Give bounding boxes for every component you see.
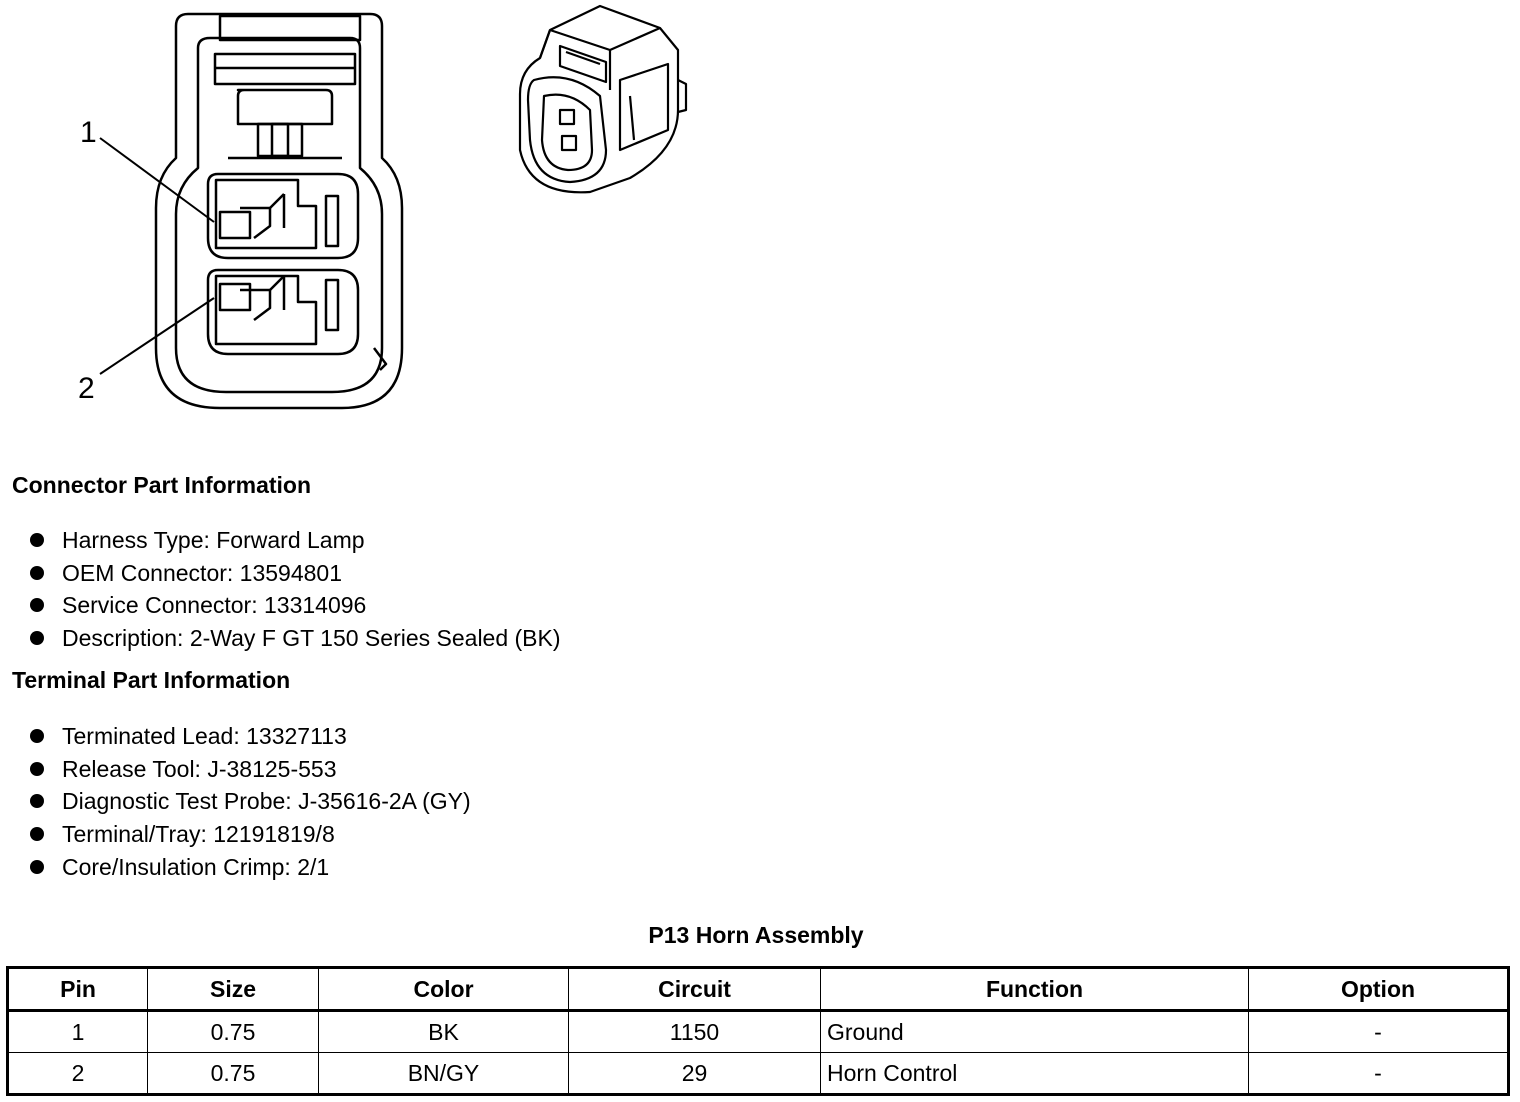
table-title: P13 Horn Assembly (648, 922, 864, 948)
callout-1: 1 (80, 116, 97, 149)
cell-size: 0.75 (147, 1052, 319, 1095)
cell-circuit: 29 (568, 1052, 821, 1095)
list-item: Terminated Lead: 13327113 (28, 720, 471, 753)
terminal-part-info-list: Terminated Lead: 13327113 Release Tool: … (28, 720, 471, 883)
cell-pin: 2 (7, 1052, 148, 1095)
list-item: Release Tool: J-38125-553 (28, 753, 471, 786)
list-item: Description: 2-Way F GT 150 Series Seale… (28, 622, 561, 655)
pinout-table: Pin Size Color Circuit Function Option 1… (6, 966, 1510, 1096)
connector-part-info-list: Harness Type: Forward Lamp OEM Connector… (28, 524, 561, 655)
header-color: Color (318, 967, 569, 1012)
cell-color: BK (318, 1010, 569, 1053)
cell-circuit: 1150 (568, 1010, 821, 1053)
table-row: 2 0.75 BN/GY 29 Horn Control - (7, 1052, 1509, 1095)
header-option: Option (1248, 967, 1509, 1012)
cell-size: 0.75 (147, 1010, 319, 1053)
terminal-part-info-heading: Terminal Part Information (12, 667, 291, 693)
cell-pin: 1 (7, 1010, 148, 1053)
list-item: Core/Insulation Crimp: 2/1 (28, 851, 471, 884)
table-header-row: Pin Size Color Circuit Function Option (7, 967, 1509, 1012)
cell-option: - (1248, 1010, 1509, 1053)
table-row: 1 0.75 BK 1150 Ground - (7, 1010, 1509, 1053)
connector-face-drawing: 1 2 (78, 12, 404, 410)
header-pin: Pin (7, 967, 148, 1012)
list-item: OEM Connector: 13594801 (28, 557, 561, 590)
header-function: Function (820, 967, 1249, 1012)
cell-function: Horn Control (820, 1052, 1249, 1095)
list-item: Service Connector: 13314096 (28, 589, 561, 622)
cell-function: Ground (820, 1010, 1249, 1053)
header-size: Size (147, 967, 319, 1012)
cell-color: BN/GY (318, 1052, 569, 1095)
cell-option: - (1248, 1052, 1509, 1095)
header-circuit: Circuit (568, 967, 821, 1012)
list-item: Diagnostic Test Probe: J-35616-2A (GY) (28, 785, 471, 818)
connector-part-info-heading: Connector Part Information (12, 472, 312, 498)
list-item: Harness Type: Forward Lamp (28, 524, 561, 557)
connector-isometric-drawing (518, 4, 688, 194)
callout-2: 2 (78, 372, 95, 405)
list-item: Terminal/Tray: 12191819/8 (28, 818, 471, 851)
